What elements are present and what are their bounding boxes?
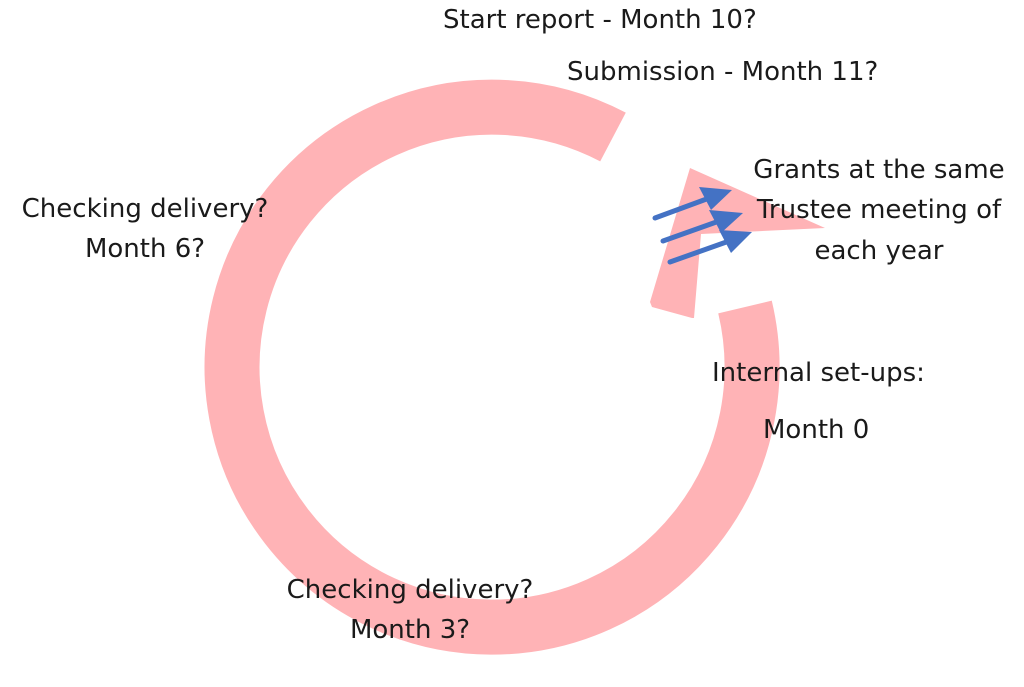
grant-arrow-1-head: [699, 187, 732, 210]
grants-label-line-2: Trustee meeting of: [756, 195, 1002, 226]
grant-arrow-1: [652, 194, 715, 221]
grant-arrow-3: [667, 237, 735, 265]
grants-label: Grants at the same Trustee meeting of ea…: [748, 150, 1010, 271]
checking-month6-line-1: Checking delivery?: [21, 194, 269, 224]
checking-month3-line-2: Month 3?: [349, 615, 471, 646]
grant-arrows-group: [652, 187, 752, 265]
checking-month3-line-1: Checking delivery?: [286, 575, 534, 605]
grant-arrow-2: [660, 217, 725, 244]
checking-month6-line-2: Month 6?: [84, 234, 206, 265]
submission-label: Submission - Month 11?: [567, 57, 879, 87]
checking-month6-label: Checking delivery? Month 6?: [10, 189, 280, 270]
cycle-arc: [204, 79, 780, 655]
month0-label: Month 0: [763, 415, 870, 445]
grant-arrow-3-head: [719, 230, 752, 253]
checking-month3-label: Checking delivery? Month 3?: [280, 570, 540, 651]
internal-setups-label: Internal set-ups:: [712, 358, 925, 388]
grants-label-line-3: each year: [814, 235, 944, 266]
grants-label-line-1: Grants at the same: [753, 155, 1005, 185]
start-report-label: Start report - Month 10?: [443, 5, 757, 35]
grant-arrow-2-head: [709, 210, 743, 233]
